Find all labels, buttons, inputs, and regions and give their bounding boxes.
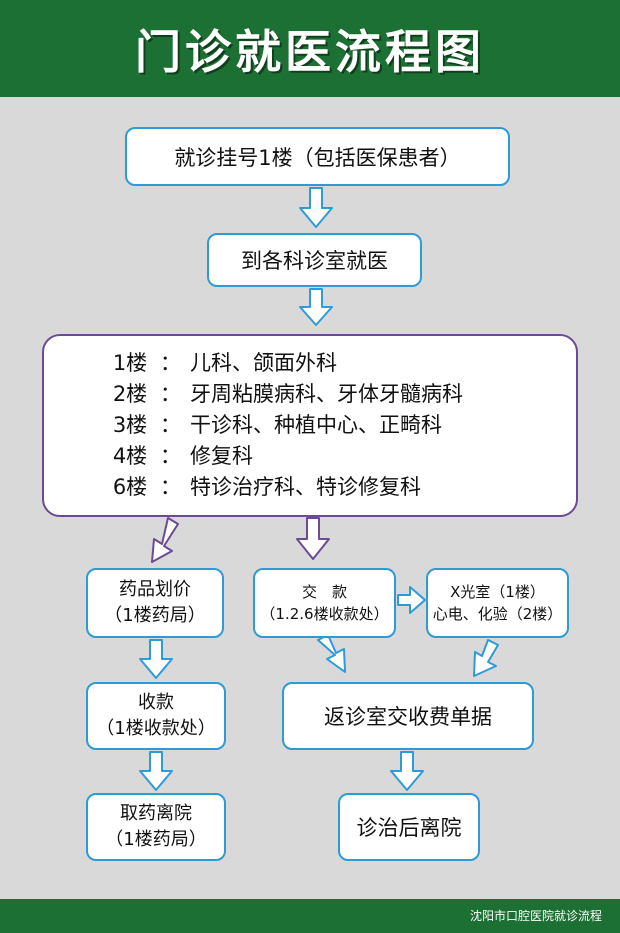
arrow-floors-to-payment	[296, 517, 330, 560]
floor-departments: 牙周粘膜病科、牙体牙髓病科	[190, 382, 463, 406]
department-step-box: 到各科诊室就医	[207, 233, 422, 287]
register-step-box: 就诊挂号1楼（包括医保患者）	[125, 127, 510, 186]
register-step-text: 就诊挂号1楼（包括医保患者）	[174, 145, 461, 170]
arrow-payment-to-exams	[397, 586, 426, 614]
pickup-step-title: 取药离院	[120, 803, 192, 824]
floor-colon: ：	[160, 382, 181, 406]
floor-number: 6楼	[112, 475, 148, 499]
floor-colon: ：	[160, 444, 181, 468]
collect-step-title: 收款	[138, 692, 174, 713]
floor-number: 3楼	[112, 413, 148, 437]
floor-row: 1楼 ： 儿科、颌面外科	[44, 348, 337, 379]
floor-number: 4楼	[112, 444, 148, 468]
floor-number: 2楼	[112, 382, 148, 406]
exams-step-box: X光室（1楼） 心电、化验（2楼）	[426, 568, 569, 638]
floor-departments: 干诊科、种植中心、正畸科	[190, 413, 442, 437]
arrow-exams-to-return	[473, 639, 499, 677]
footer-caption: 沈阳市口腔医院就诊流程	[469, 909, 602, 923]
leave-after-treatment-text: 诊治后离院	[356, 816, 462, 840]
exams-step-lab: 心电、化验（2楼）	[432, 605, 563, 623]
floor-colon: ：	[160, 475, 181, 499]
return-receipt-step-box: 返诊室交收费单据	[282, 682, 534, 750]
collect-step-location: （1楼收款处）	[96, 718, 216, 739]
floor-number: 1楼	[112, 351, 148, 375]
floor-row: 2楼 ： 牙周粘膜病科、牙体牙髓病科	[44, 379, 463, 410]
footer-bar: 沈阳市口腔医院就诊流程	[0, 899, 620, 933]
exams-step-xray: X光室（1楼）	[450, 583, 545, 601]
department-step-text: 到各科诊室就医	[241, 249, 388, 273]
floor-departments: 修复科	[190, 444, 253, 468]
pickup-medicine-step-box: 取药离院 （1楼药局）	[86, 793, 226, 861]
pickup-step-location: （1楼药局）	[105, 829, 207, 850]
leave-after-treatment-step-box: 诊治后离院	[338, 793, 480, 861]
return-receipt-text: 返诊室交收费单据	[324, 705, 492, 729]
floor-departments: 特诊治疗科、特诊修复科	[190, 475, 421, 499]
header-bar: 门诊就医流程图	[0, 0, 620, 97]
arrow-payment-to-return	[317, 634, 346, 673]
floor-row: 6楼 ： 特诊治疗科、特诊修复科	[44, 472, 421, 503]
arrow-department-to-floors	[299, 288, 333, 326]
payment-step-box: 交 款 （1.2.6楼收款处）	[253, 568, 396, 638]
floor-directory-box: 1楼 ： 儿科、颌面外科 2楼 ： 牙周粘膜病科、牙体牙髓病科 3楼 ： 干诊科…	[42, 334, 578, 517]
arrow-register-to-department	[299, 187, 333, 228]
floor-row: 4楼 ： 修复科	[44, 441, 253, 472]
payment-step-title: 交 款	[301, 583, 347, 601]
floor-departments: 儿科、颌面外科	[190, 351, 337, 375]
pricing-step-box: 药品划价 （1楼药局）	[86, 568, 224, 638]
page-title: 门诊就医流程图	[135, 24, 485, 79]
floor-colon: ：	[160, 351, 181, 375]
arrow-return-to-leave	[390, 751, 424, 791]
arrow-pricing-to-collect	[139, 639, 173, 679]
floor-row: 3楼 ： 干诊科、种植中心、正畸科	[44, 410, 442, 441]
pricing-step-location: （1楼药局）	[104, 605, 206, 626]
payment-step-location: （1.2.6楼收款处）	[260, 605, 389, 623]
floor-colon: ：	[160, 413, 181, 437]
pricing-step-title: 药品划价	[119, 579, 191, 600]
arrow-floors-to-pricing	[151, 517, 179, 563]
collect-payment-step-box: 收款 （1楼收款处）	[86, 682, 226, 750]
arrow-collect-to-leave	[139, 751, 173, 791]
